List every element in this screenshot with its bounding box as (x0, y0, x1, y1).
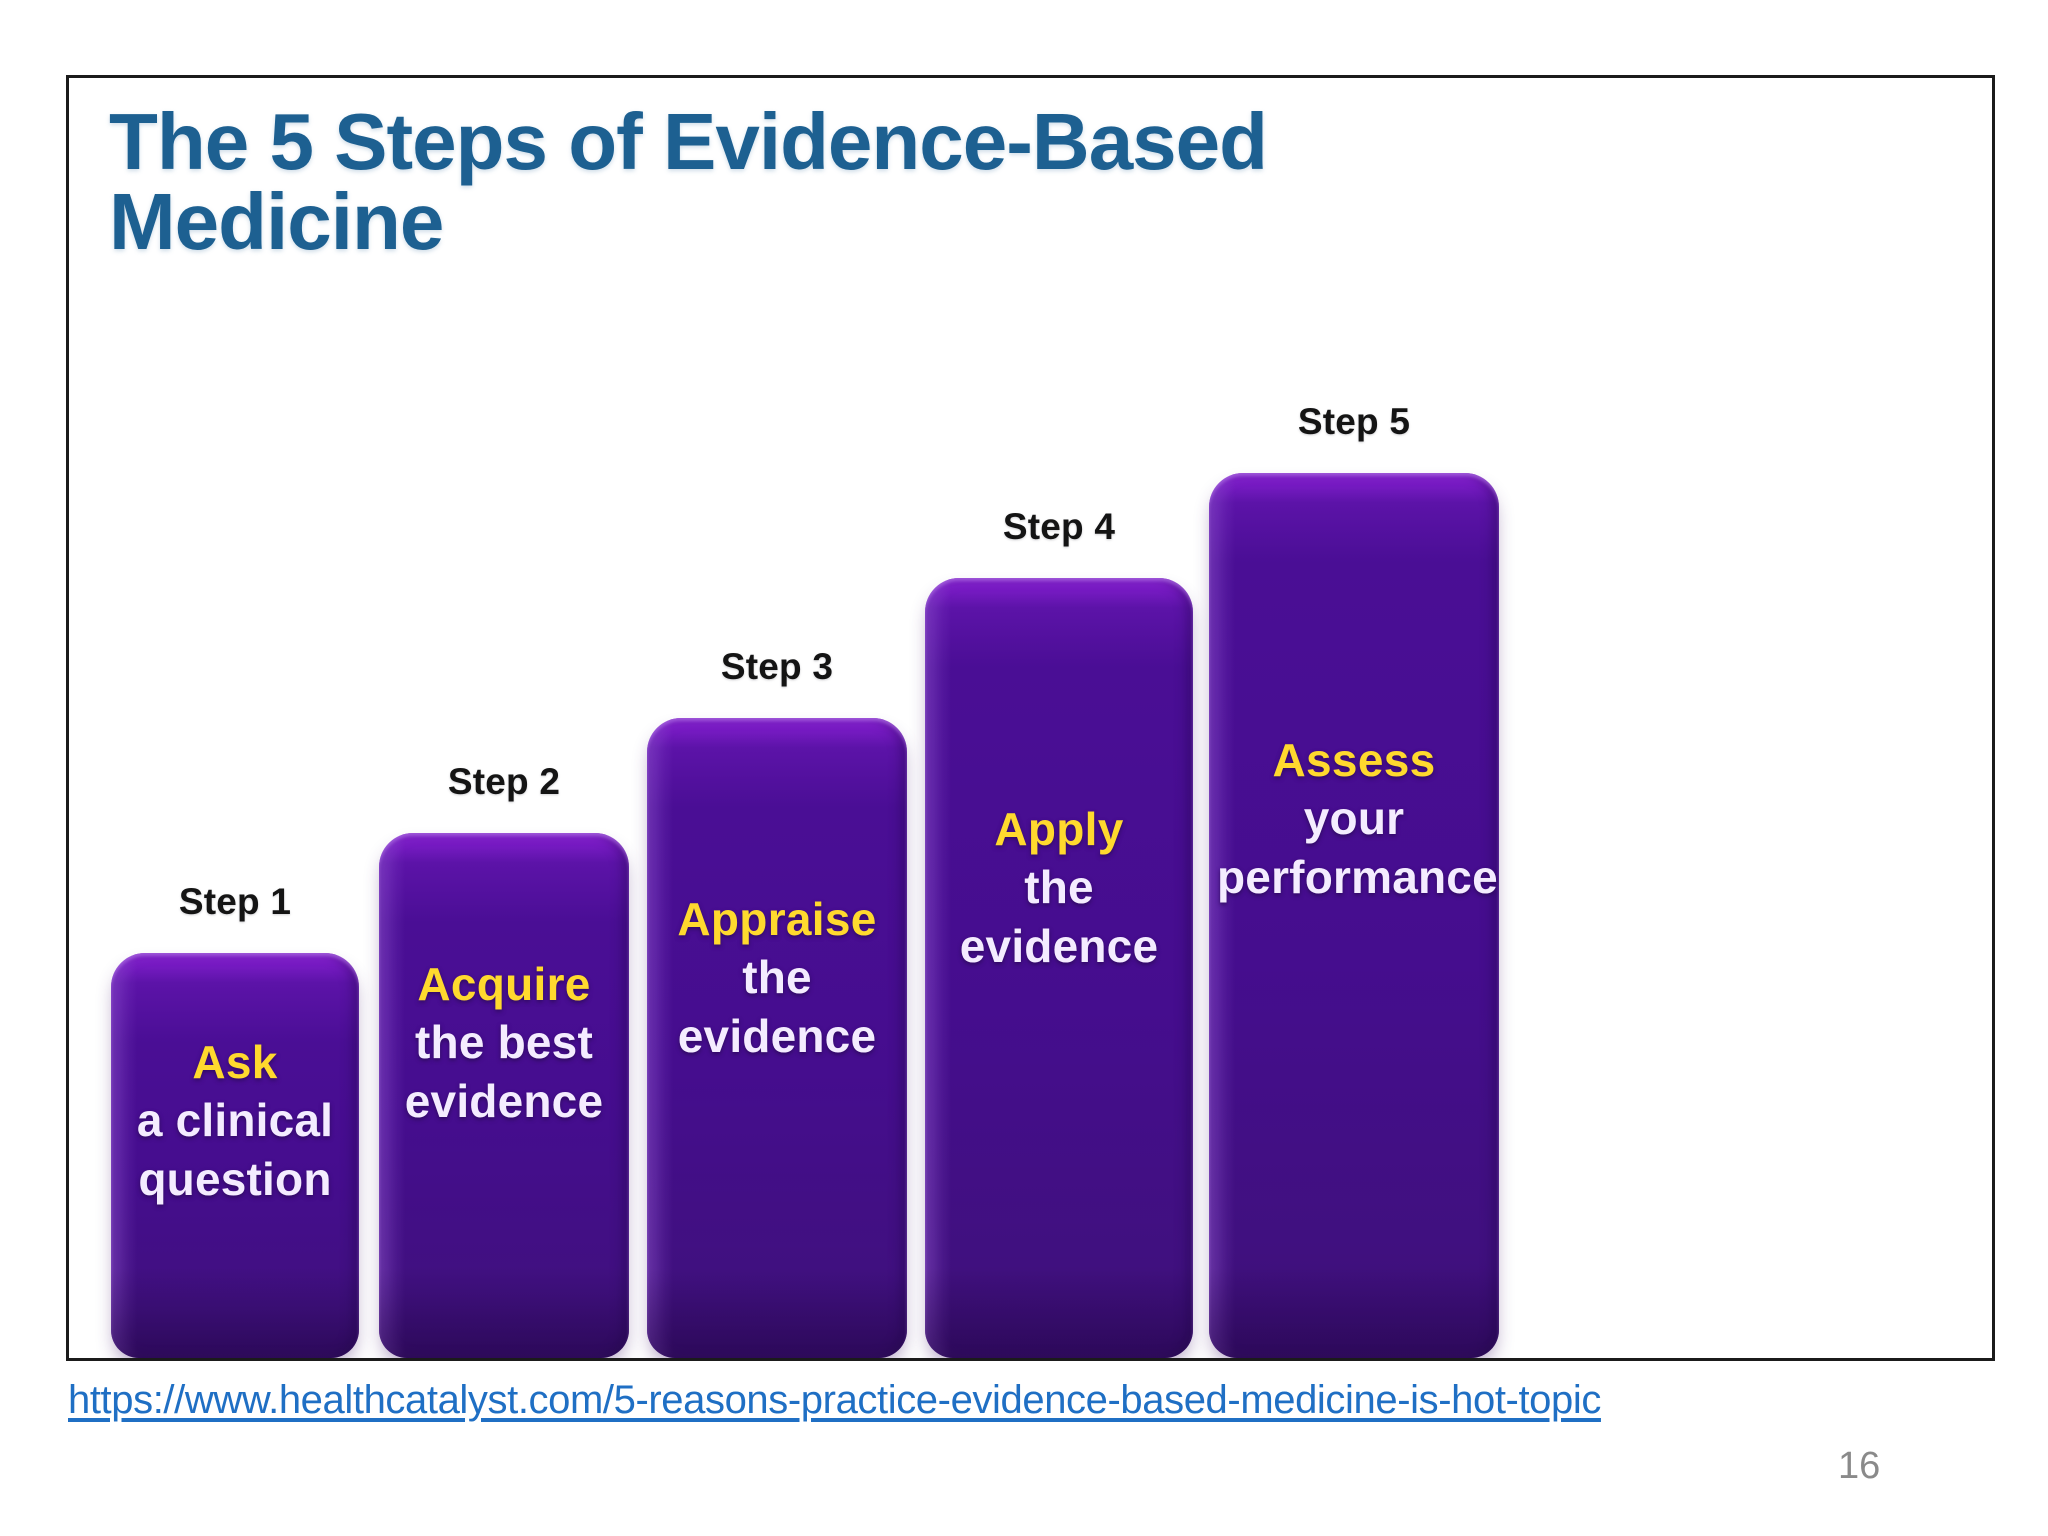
step-desc-4-line-1: the (1024, 861, 1094, 914)
step-desc-5-line-2: performance (1217, 850, 1498, 903)
source-url-link[interactable]: https://www.healthcatalyst.com/5-reasons… (68, 1378, 1601, 1422)
step-column-4[interactable]: Step 4 Apply the evidence (925, 506, 1193, 1358)
step-label-4: Step 4 (1002, 506, 1116, 547)
figure-image-frame[interactable]: The 5 Steps of Evidence-Based Medicine S… (66, 75, 1995, 1361)
step-text-3: Appraise the evidence (647, 890, 907, 1065)
step-desc-3-line-2: evidence (677, 1009, 877, 1062)
step-bar-1[interactable]: Ask a clinical question (111, 953, 359, 1358)
step-text-4: Apply the evidence (925, 800, 1193, 975)
slide-number: 16 (1838, 1445, 1881, 1487)
step-verb-5: Assess (1272, 734, 1436, 786)
step-label-3: Step 3 (720, 646, 834, 687)
step-verb-2: Acquire (417, 958, 591, 1010)
figure-title: The 5 Steps of Evidence-Based Medicine (109, 97, 1268, 266)
staircase-chart: Step 1 Ask a clinical question Step 2 Ac… (69, 78, 1992, 1358)
step-label-2: Step 2 (447, 761, 561, 802)
step-bar-5[interactable]: Assess your performance (1209, 473, 1499, 1358)
step-verb-3: Appraise (677, 893, 877, 945)
step-desc-5-line-1: your (1303, 792, 1405, 845)
step-verb-4: Apply (994, 803, 1124, 855)
step-desc-2-line-2: evidence (404, 1074, 604, 1127)
step-bar-2[interactable]: Acquire the best evidence (379, 833, 629, 1358)
step-text-2: Acquire the best evidence (379, 955, 629, 1130)
step-column-3[interactable]: Step 3 Appraise the evidence (647, 646, 907, 1358)
step-desc-1-line-1: a clinical (136, 1094, 334, 1147)
step-bar-3[interactable]: Appraise the evidence (647, 718, 907, 1358)
step-label-1: Step 1 (178, 881, 292, 922)
step-label-5: Step 5 (1297, 401, 1411, 442)
step-column-5[interactable]: Step 5 Assess your performance (1209, 401, 1499, 1358)
step-text-5: Assess your performance (1209, 731, 1499, 906)
step-desc-4-line-2: evidence (959, 919, 1159, 972)
step-column-1[interactable]: Step 1 Ask a clinical question (111, 881, 359, 1358)
step-text-1: Ask a clinical question (111, 1033, 359, 1208)
step-desc-1-line-2: question (138, 1152, 332, 1205)
step-column-2[interactable]: Step 2 Acquire the best evidence (379, 761, 629, 1358)
step-desc-3-line-1: the (742, 951, 812, 1004)
step-verb-1: Ask (192, 1036, 278, 1088)
step-bar-4[interactable]: Apply the evidence (925, 578, 1193, 1358)
step-desc-2-line-1: the best (415, 1016, 593, 1069)
